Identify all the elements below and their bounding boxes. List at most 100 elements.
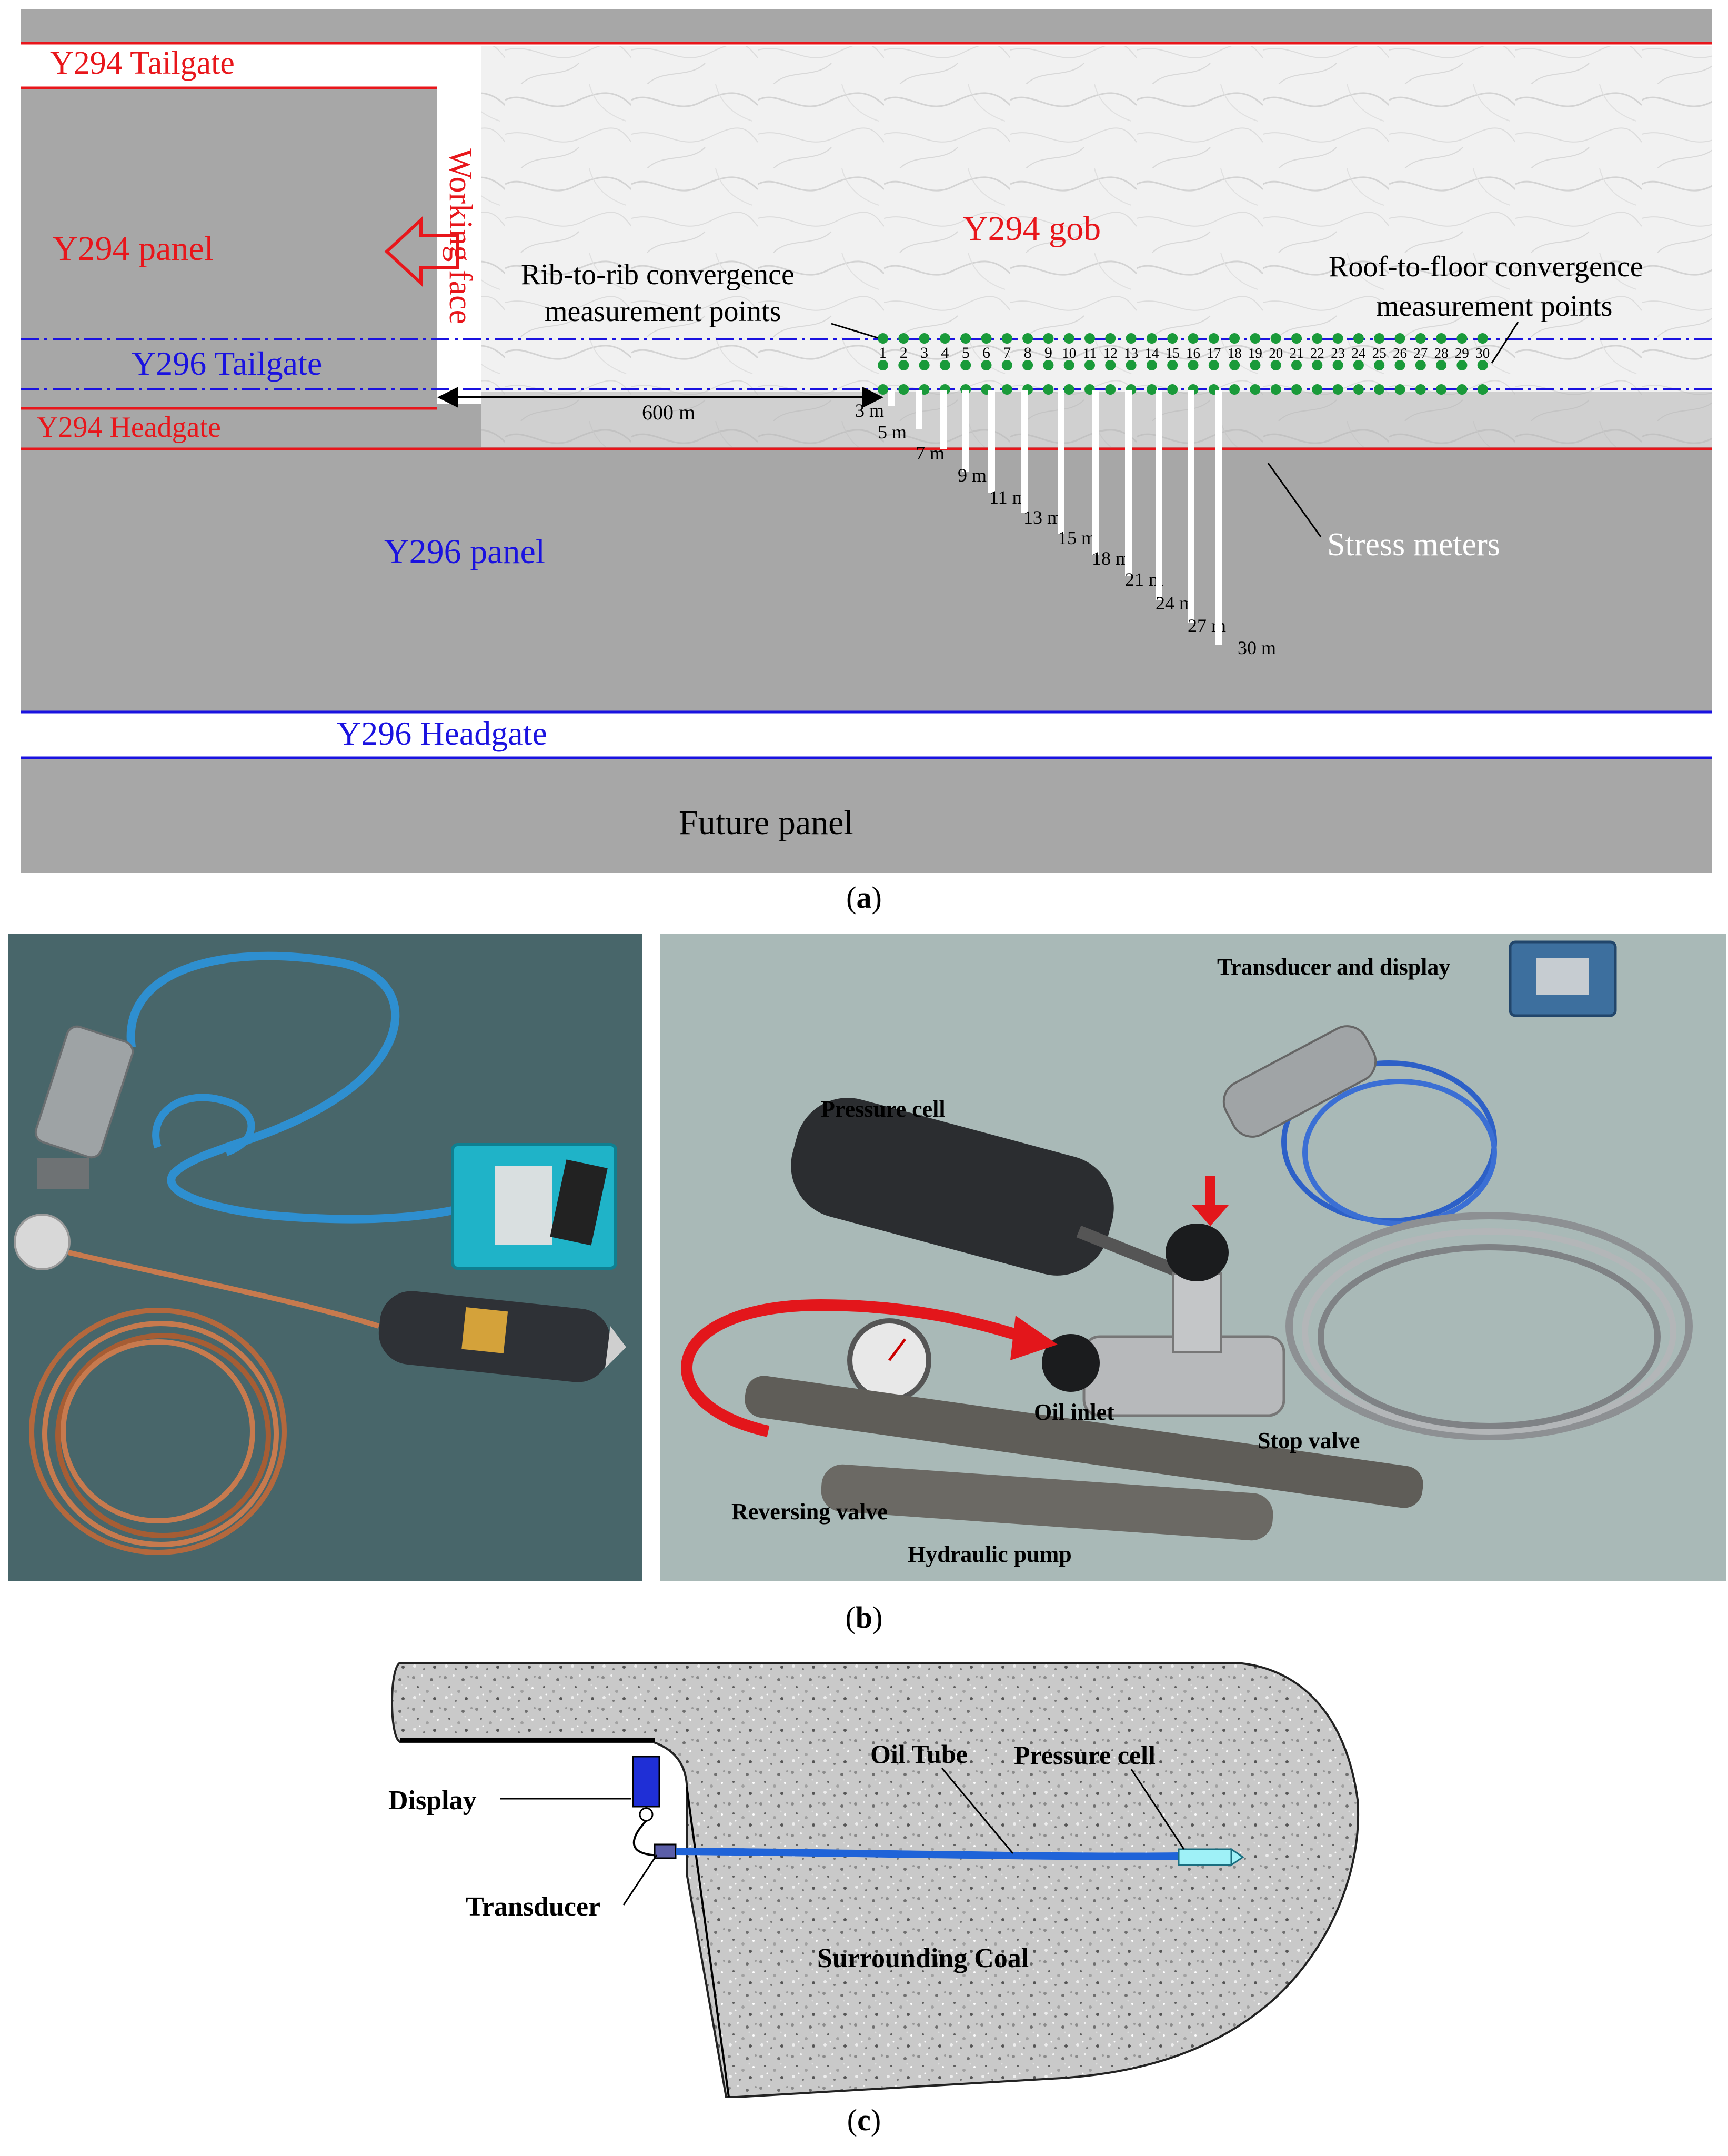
measurement-point-25-row3 (1374, 384, 1385, 395)
measurement-point-25-row2 (1374, 360, 1385, 370)
working-face-band (437, 46, 481, 404)
point-number-10: 10 (1062, 345, 1076, 361)
measurement-point-5-row2 (960, 360, 971, 370)
measurement-point-18-row3 (1229, 384, 1240, 395)
hydraulic-pump-body (821, 1464, 1273, 1541)
measurement-point-14-row2 (1146, 360, 1157, 370)
stress-depth-label-7: 15 m (1058, 527, 1096, 548)
surrounding-coal-label: Surrounding Coal (817, 1943, 1029, 1973)
oil-inlet-cap (1042, 1334, 1100, 1392)
stress-meters-leader (1267, 463, 1322, 537)
point-number-22: 22 (1310, 345, 1324, 361)
measurement-point-2-row3 (898, 384, 909, 395)
transducer-unit (654, 1843, 677, 1859)
stress-meter-10 (1156, 390, 1162, 600)
copper-coil-1 (29, 1308, 287, 1555)
stress-depth-label-10: 24 m (1156, 593, 1194, 614)
measurement-point-27-row2 (1415, 360, 1426, 370)
measurement-point-16-row1 (1188, 333, 1199, 344)
display-connector (639, 1807, 654, 1822)
measurement-point-28-row1 (1436, 333, 1447, 344)
y294-gob-area (481, 46, 1712, 447)
measurement-point-27-row1 (1415, 333, 1426, 344)
measurement-point-7-row3 (1001, 384, 1012, 395)
measurement-point-12-row3 (1105, 384, 1116, 395)
measurement-point-4-row1 (939, 333, 950, 344)
measurement-point-25-row1 (1374, 333, 1385, 344)
measurement-point-15-row2 (1167, 360, 1178, 370)
oil-tube (676, 1848, 1179, 1860)
oil-inlet-label: Oil inlet (1034, 1399, 1114, 1425)
copper-coil-3 (55, 1333, 271, 1538)
panel-b-right-photo: Transducer and display Pressure cell Oil… (660, 934, 1726, 1581)
measurement-point-9-row2 (1043, 360, 1054, 370)
hydraulic-pump-label: Hydraulic pump (908, 1541, 1072, 1567)
future-panel-label: Future panel (679, 804, 853, 842)
left-transducer (34, 1025, 134, 1159)
measurement-point-29-row2 (1456, 360, 1468, 370)
measurement-point-24-row1 (1353, 333, 1364, 344)
measurement-point-8-row2 (1022, 360, 1033, 370)
transducer-display-label: Transducer and display (1217, 954, 1450, 980)
roof-to-floor-label-line1: Roof-to-floor convergence (1329, 250, 1643, 283)
measurement-point-10-row1 (1063, 333, 1074, 344)
measurement-point-9-row1 (1043, 333, 1054, 344)
stress-meter-6 (1021, 390, 1028, 513)
point-number-17: 17 (1207, 345, 1221, 361)
stress-meters-label: Stress meters (1327, 527, 1500, 563)
measurement-point-4-row2 (939, 360, 950, 370)
advance-direction-arrow-icon (384, 216, 459, 287)
measurement-point-14-row1 (1146, 333, 1157, 344)
measurement-point-27-row3 (1415, 384, 1426, 395)
point-number-15: 15 (1166, 345, 1180, 361)
measurement-point-15-row1 (1167, 333, 1178, 344)
panel-b-left-photo (8, 934, 642, 1581)
measurement-point-2-row1 (898, 333, 909, 344)
measurement-point-30-row1 (1477, 333, 1488, 344)
left-blue-cable-loop (152, 1094, 255, 1156)
right-pressure-cell-tube (1076, 1225, 1187, 1280)
distance-600m-label: 600 m (642, 400, 695, 424)
measurement-point-23-row2 (1332, 360, 1343, 370)
measurement-point-19-row2 (1250, 360, 1261, 370)
measurement-point-7-row2 (1001, 360, 1012, 370)
measurement-point-1-row3 (878, 384, 888, 395)
measurement-point-3-row2 (919, 360, 930, 370)
measurement-point-13-row1 (1126, 333, 1137, 344)
stress-meter-3 (940, 390, 947, 449)
roadway-rib-line (686, 1786, 730, 2098)
measurement-point-28-row2 (1436, 360, 1447, 370)
y296-tailgate-label: Y296 Tailgate (132, 345, 322, 382)
measurement-point-2-row2 (898, 360, 909, 370)
measurement-point-20-row2 (1270, 360, 1281, 370)
measurement-point-26-row1 (1394, 333, 1405, 344)
point-number-16: 16 (1186, 345, 1200, 361)
point-number-1: 1 (879, 344, 887, 362)
measurement-point-18-row2 (1229, 360, 1240, 370)
y296-headgate-road (21, 711, 1712, 758)
measurement-point-11-row1 (1084, 333, 1095, 344)
stress-meter-7 (1058, 390, 1064, 534)
pressure-cell-tip (1230, 1848, 1244, 1867)
measurement-point-26-row2 (1394, 360, 1405, 370)
y294-tailgate-label: Y294 Tailgate (50, 45, 235, 81)
stress-meter-12 (1215, 390, 1222, 645)
point-number-28: 28 (1434, 345, 1449, 361)
measurement-point-22-row2 (1312, 360, 1323, 370)
roof-to-floor-label-line2: measurement points (1376, 290, 1612, 323)
measurement-point-7-row1 (1001, 333, 1012, 344)
point-number-3: 3 (920, 344, 928, 362)
measurement-point-9-row3 (1043, 384, 1054, 395)
measurement-point-23-row3 (1332, 384, 1343, 395)
stress-depth-label-6: 13 m (1023, 507, 1062, 528)
measurement-point-30-row3 (1477, 384, 1488, 395)
panel-c: Display Transducer Oil Tube Pressure cel… (388, 1662, 1359, 2098)
point-number-4: 4 (941, 344, 949, 362)
measurement-point-14-row3 (1146, 384, 1157, 395)
point-number-25: 25 (1372, 345, 1387, 361)
point-number-9: 9 (1044, 344, 1052, 362)
rib-to-rib-leader (831, 323, 878, 339)
rib-to-rib-label-line2: measurement points (545, 295, 781, 328)
